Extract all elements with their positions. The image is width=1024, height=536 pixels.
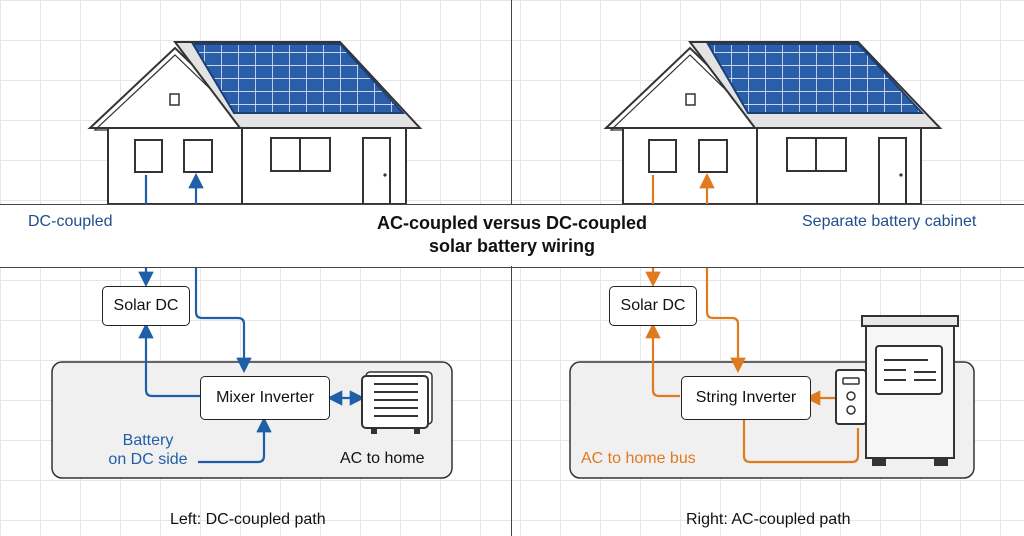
house-right xyxy=(603,41,943,205)
solar-dc-box-right: Solar DC xyxy=(609,286,697,326)
ac-disconnect-icon xyxy=(835,369,867,425)
battery-unit-icon xyxy=(361,371,433,434)
battery-label-line-1: Battery xyxy=(122,432,174,449)
solar-panel-icon xyxy=(706,43,925,114)
solar-panel-icon xyxy=(191,43,406,114)
left-caption: Left: DC-coupled path xyxy=(170,511,326,528)
ac-to-home-label: AC to home xyxy=(340,450,425,467)
house-left xyxy=(87,41,423,205)
left-heading: DC-coupled xyxy=(28,213,113,230)
battery-label: Battery on DC side xyxy=(100,431,196,469)
mixer-inverter-box: Mixer Inverter xyxy=(200,376,330,420)
string-inverter-box: String Inverter xyxy=(681,376,811,420)
title-line-2: solar battery wiring xyxy=(428,236,596,256)
battery-label-line-2: on DC side xyxy=(108,451,188,468)
ac-to-home-bus-label: AC to home bus xyxy=(581,450,696,467)
right-heading: Separate battery cabinet xyxy=(802,213,977,230)
diagram-title: AC-coupled versus DC-coupled solar batte… xyxy=(340,212,684,258)
battery-cabinet-icon xyxy=(861,315,959,466)
center-divider xyxy=(511,266,512,536)
center-divider xyxy=(511,0,512,204)
right-caption: Right: AC-coupled path xyxy=(686,511,851,528)
title-line-1: AC-coupled versus DC-coupled xyxy=(376,213,648,233)
solar-dc-box-left: Solar DC xyxy=(102,286,190,326)
title-band xyxy=(0,204,1024,268)
